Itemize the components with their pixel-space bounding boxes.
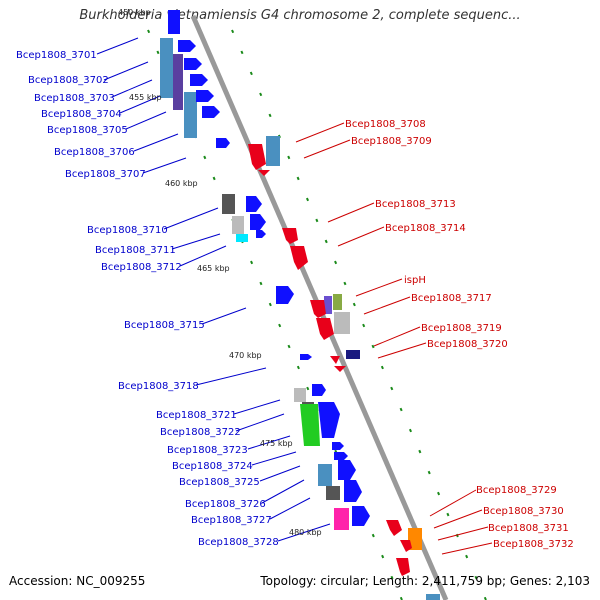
gene-arrow bbox=[352, 506, 370, 526]
leader-lines-right bbox=[295, 122, 493, 555]
gene-label[interactable]: Bcep1808_3719 bbox=[421, 323, 502, 334]
gene-label[interactable]: Bcep1808_3711 bbox=[95, 245, 176, 256]
kbp-tick-label: 460 kbp bbox=[165, 179, 198, 188]
gene-label[interactable]: Bcep1808_3729 bbox=[476, 485, 557, 496]
gene-block bbox=[300, 404, 320, 446]
gene-label[interactable]: Bcep1808_3730 bbox=[483, 506, 564, 517]
gene-block bbox=[324, 296, 332, 314]
gene-label[interactable]: Bcep1808_3717 bbox=[411, 293, 492, 304]
gene-label[interactable]: Bcep1808_3704 bbox=[41, 109, 122, 120]
gene-arrow bbox=[216, 138, 230, 148]
gene-label[interactable]: Bcep1808_3722 bbox=[160, 427, 241, 438]
gene-block bbox=[232, 216, 244, 234]
gene-label[interactable]: Bcep1808_3732 bbox=[493, 539, 574, 550]
gene-label[interactable]: Bcep1808_3714 bbox=[385, 223, 466, 234]
gene-label[interactable]: Bcep1808_3707 bbox=[65, 169, 146, 180]
gene-block bbox=[326, 486, 340, 500]
gene-label[interactable]: Bcep1808_3728 bbox=[198, 537, 279, 548]
gene-label[interactable]: ispH bbox=[404, 275, 426, 286]
gene-label[interactable]: Bcep1808_3721 bbox=[156, 410, 237, 421]
accession-text: Accession: NC_009255 bbox=[9, 574, 146, 588]
gene-arrow bbox=[250, 214, 266, 230]
gene-arrow bbox=[190, 74, 208, 86]
gene-label[interactable]: Bcep1808_3731 bbox=[488, 523, 569, 534]
gene-block bbox=[294, 388, 306, 402]
kbp-tick-label: 455 kbp bbox=[129, 93, 162, 102]
gene-arrow bbox=[316, 318, 334, 340]
gene-block bbox=[160, 38, 173, 98]
gene-block bbox=[168, 10, 180, 34]
gene-labels-left: Bcep1808_3701 Bcep1808_3702 Bcep1808_370… bbox=[16, 50, 279, 548]
gene-label[interactable]: Bcep1808_3705 bbox=[47, 125, 128, 136]
gene-label[interactable]: Bcep1808_3709 bbox=[351, 136, 432, 147]
gene-arrow bbox=[344, 480, 362, 502]
gene-labels-right: Bcep1808_3708 Bcep1808_3709 Bcep1808_371… bbox=[345, 119, 574, 550]
gene-arrow bbox=[184, 58, 202, 70]
gene-arrow bbox=[256, 230, 266, 238]
gene-block bbox=[334, 508, 349, 530]
gene-arrow bbox=[258, 170, 270, 176]
gene-label[interactable]: Bcep1808_3718 bbox=[118, 381, 199, 392]
gene-arrow bbox=[246, 196, 262, 212]
map-title: Burkholderia vietnamiensis G4 chromosome… bbox=[79, 8, 521, 23]
gene-label[interactable]: Bcep1808_3726 bbox=[185, 499, 266, 510]
kbp-tick-label: 450 kbp bbox=[118, 8, 151, 17]
gene-label[interactable]: Bcep1808_3727 bbox=[191, 515, 272, 526]
leader-lines-left bbox=[96, 37, 331, 542]
forward-genes bbox=[160, 10, 370, 530]
gene-arrow bbox=[334, 452, 348, 460]
gene-arrow bbox=[290, 246, 308, 270]
gene-arrow bbox=[396, 558, 410, 576]
kbp-ticks: 450 kbp 455 kbp 460 kbp 465 kbp 470 kbp … bbox=[118, 8, 322, 537]
gene-block bbox=[266, 136, 280, 166]
gene-arrow bbox=[330, 356, 340, 364]
gene-arrow bbox=[310, 300, 326, 318]
gene-label[interactable]: Bcep1808_3720 bbox=[427, 339, 508, 350]
gene-block bbox=[346, 350, 360, 359]
gene-label[interactable]: Bcep1808_3724 bbox=[172, 461, 253, 472]
gene-arrow bbox=[178, 40, 196, 52]
gene-label[interactable]: Bcep1808_3701 bbox=[16, 50, 97, 61]
gene-arrow bbox=[332, 442, 344, 450]
gene-arrow bbox=[276, 286, 294, 304]
gene-block bbox=[334, 312, 350, 334]
gene-block bbox=[318, 464, 332, 486]
gene-label[interactable]: Bcep1808_3703 bbox=[34, 93, 115, 104]
gene-arrow bbox=[334, 366, 346, 372]
gene-arrow bbox=[400, 540, 412, 552]
gene-label[interactable]: Bcep1808_3725 bbox=[179, 477, 260, 488]
reverse-genes bbox=[248, 136, 440, 600]
gene-arrow bbox=[248, 144, 266, 170]
gene-arrow bbox=[386, 520, 402, 536]
gene-arrow bbox=[318, 402, 340, 438]
kbp-tick-label: 475 kbp bbox=[260, 439, 293, 448]
gene-block bbox=[426, 594, 440, 600]
gene-block bbox=[236, 234, 248, 242]
gene-arrow bbox=[196, 90, 214, 102]
kbp-tick-label: 480 kbp bbox=[289, 528, 322, 537]
gene-arrow bbox=[338, 460, 356, 480]
gene-arrow bbox=[300, 354, 312, 360]
gene-label[interactable]: Bcep1808_3708 bbox=[345, 119, 426, 130]
gene-block bbox=[408, 528, 422, 550]
gene-block bbox=[184, 92, 197, 138]
gene-label[interactable]: Bcep1808_3715 bbox=[124, 320, 205, 331]
gene-arrow bbox=[202, 106, 220, 118]
gene-block bbox=[222, 194, 235, 214]
gene-block bbox=[173, 54, 183, 110]
gene-label[interactable]: Bcep1808_3723 bbox=[167, 445, 248, 456]
gene-arrow bbox=[282, 228, 298, 244]
gene-label[interactable]: Bcep1808_3702 bbox=[28, 75, 109, 86]
summary-text: Topology: circular; Length: 2,411,759 bp… bbox=[260, 574, 590, 588]
kbp-tick-label: 465 kbp bbox=[197, 264, 230, 273]
gene-label[interactable]: Bcep1808_3712 bbox=[101, 262, 182, 273]
gene-block bbox=[333, 294, 342, 310]
gene-label[interactable]: Bcep1808_3713 bbox=[375, 199, 456, 210]
kbp-tick-label: 470 kbp bbox=[229, 351, 262, 360]
gene-label[interactable]: Bcep1808_3706 bbox=[54, 147, 135, 158]
gene-label[interactable]: Bcep1808_3710 bbox=[87, 225, 168, 236]
gene-arrow bbox=[312, 384, 326, 396]
